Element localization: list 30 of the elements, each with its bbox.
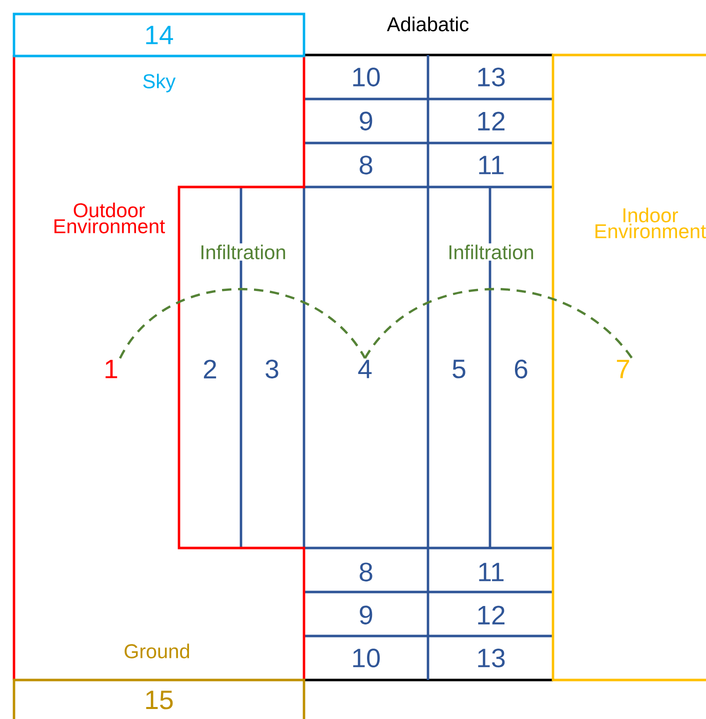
edge-label: Infiltration (446, 243, 536, 261)
boundary-label: Indoor Environment (596, 208, 706, 238)
boundary-label: Outdoor Environment (54, 202, 165, 234)
sky-label: Sky (143, 74, 176, 92)
zone-number: 7 (616, 360, 630, 378)
infiltration-arc (119, 288, 366, 359)
ground-label: Ground (124, 644, 190, 658)
zone-number: 4 (358, 360, 372, 378)
edge-label: Infiltration (198, 243, 288, 261)
zone-number: 8 (360, 562, 372, 582)
zone-number: 13 (478, 68, 505, 86)
zone-number: 2 (204, 360, 216, 378)
zone-number: 10 (353, 68, 380, 86)
zone-number: 3 (266, 360, 278, 378)
zone-number: 13 (478, 648, 505, 668)
zone-number: 11 (479, 562, 504, 582)
infiltration-arc (364, 288, 633, 359)
zone-number: 12 (478, 112, 504, 130)
ground-box: 15 (12, 678, 306, 719)
zone-number: 1 (106, 360, 118, 378)
zone-number: 11 (479, 156, 504, 174)
zone-number: 10 (353, 648, 380, 668)
zone-number: 9 (360, 606, 372, 624)
boundary-label: Adiabatic (386, 16, 469, 32)
zone-number: 8 (360, 156, 372, 174)
sky-box: 14 (12, 12, 306, 58)
zone-number: 5 (452, 360, 466, 378)
zone-number: 12 (478, 606, 504, 624)
zone-number: 9 (360, 112, 372, 130)
zone-number: 6 (514, 360, 528, 378)
